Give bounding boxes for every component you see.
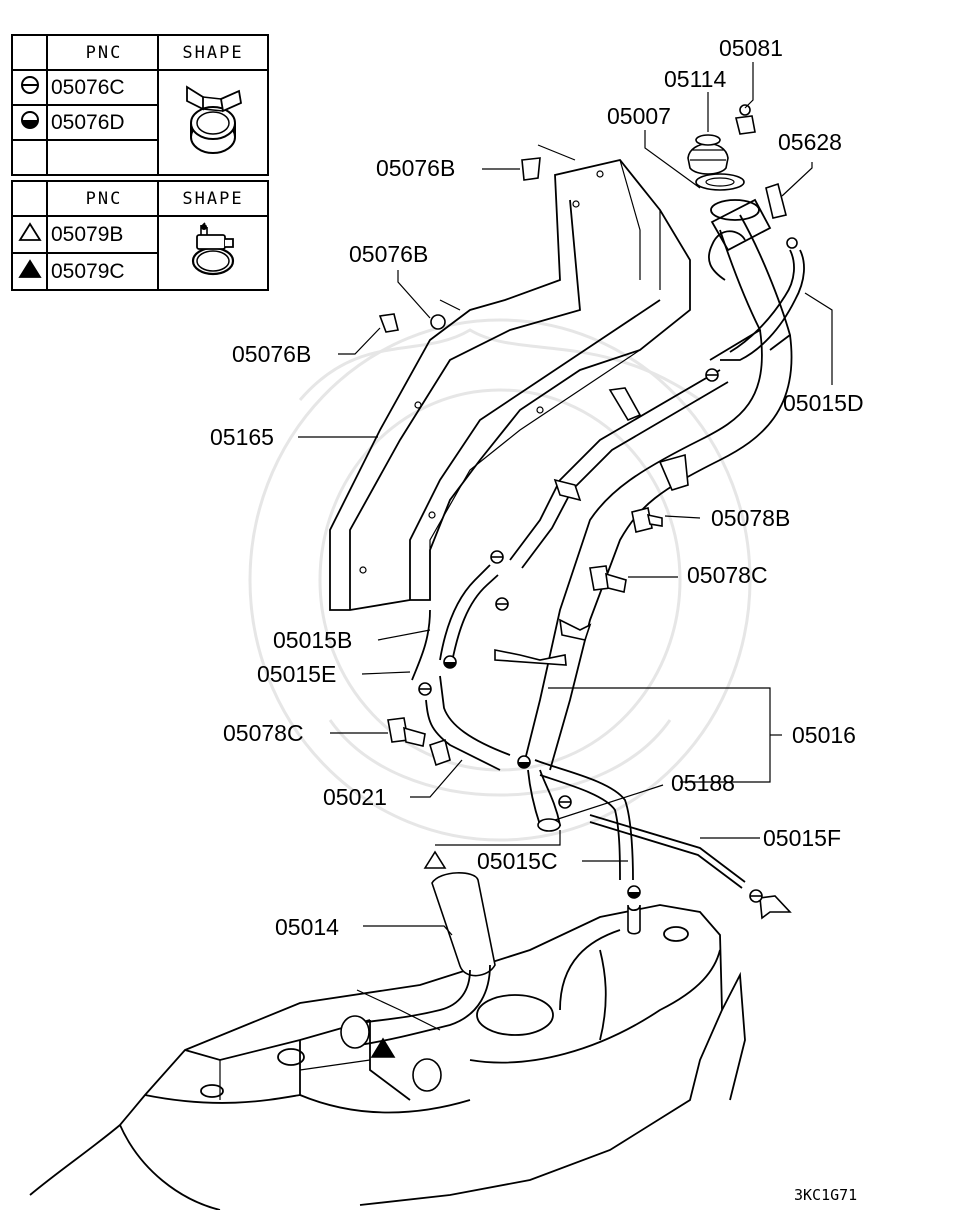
callout-05015F: 05015F [763, 825, 841, 851]
filler-neck-protector [329, 158, 691, 611]
triangle-filled-icon [11, 252, 48, 291]
callout-05015E: 05015E [257, 661, 336, 687]
callout-05007: 05007 [607, 103, 671, 129]
mounting-brackets [429, 387, 689, 767]
fuel-cap-parts [687, 104, 798, 249]
callout-05165: 05165 [210, 424, 274, 450]
callout-05078B: 05078B [711, 505, 790, 531]
bolt-05078C-left [387, 717, 426, 747]
hose-clamp-icon [157, 69, 269, 176]
bolt-05078C-right [589, 565, 627, 593]
legend-empty-symbol [11, 139, 48, 176]
leader-lines [298, 62, 833, 1031]
triangle-outline-icon [11, 215, 48, 254]
legend-pnc-05076D: 05076D [46, 104, 159, 141]
clamp-legend-table: PNC SHAPE 05076C 05076D [11, 34, 269, 176]
clip-05076B-parts [378, 157, 541, 333]
legend-shape-header: SHAPE [157, 180, 269, 217]
legend-pnc-05079C: 05079C [46, 252, 159, 291]
bolt-05078B [631, 507, 663, 533]
callout-05015C: 05015C [477, 848, 558, 874]
triangle-outline-icon [423, 850, 447, 869]
callout-05628: 05628 [778, 129, 842, 155]
watermark-emblem [248, 318, 752, 842]
screw-clamp-icon [157, 215, 269, 291]
drawing-code: 3KC1G71 [794, 1186, 857, 1204]
callout-05188: 05188 [671, 770, 735, 796]
circle-minus-icon [11, 69, 48, 106]
legend-symbol-header [11, 180, 48, 217]
callout-05015B: 05015B [273, 627, 352, 653]
hoses-and-pipes [340, 564, 792, 1092]
legend-empty-pnc [46, 139, 159, 176]
legend-pnc-header: PNC [46, 180, 159, 217]
callout-05076B-mid: 05076B [349, 241, 428, 267]
callout-05016: 05016 [792, 722, 856, 748]
callout-05081: 05081 [719, 35, 783, 61]
clamp-symbols [418, 368, 763, 903]
legend-symbol-header [11, 34, 48, 71]
fuel-tank [29, 904, 746, 1210]
legend-pnc-05076C: 05076C [46, 69, 159, 106]
callout-05015D: 05015D [783, 390, 864, 416]
callout-05078C-left: 05078C [223, 720, 304, 746]
callout-05114: 05114 [664, 66, 726, 92]
callout-05014: 05014 [275, 914, 339, 940]
legend-pnc-05079B: 05079B [46, 215, 159, 254]
legend-pnc-header: PNC [46, 34, 159, 71]
callout-05078C-right: 05078C [687, 562, 768, 588]
callout-05076B-top: 05076B [376, 155, 455, 181]
triangle-filled-icon [370, 1037, 396, 1058]
callout-05021: 05021 [323, 784, 387, 810]
callout-05076B-low: 05076B [232, 341, 311, 367]
screw-clamp-legend-table: PNC SHAPE 05079B 05079C [11, 180, 269, 291]
circle-half-filled-icon [11, 104, 48, 141]
legend-shape-header: SHAPE [157, 34, 269, 71]
filler-neck-assembly [509, 198, 805, 771]
